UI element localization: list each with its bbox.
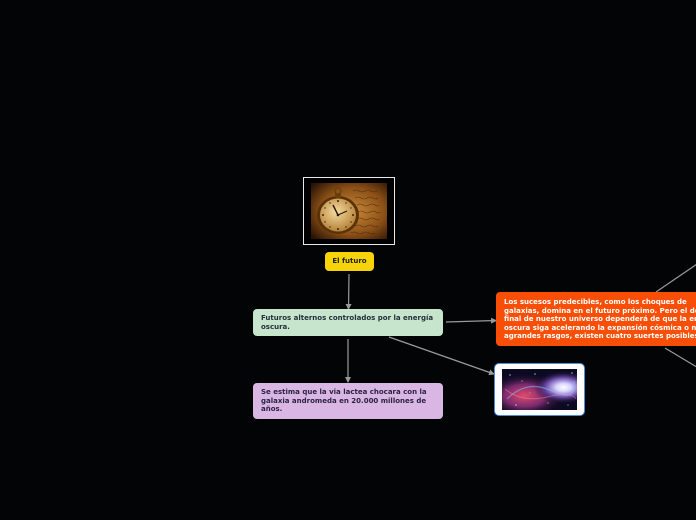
- central-topic-node[interactable]: El futuro: [325, 252, 374, 271]
- connector-futures-to-events: [445, 317, 497, 324]
- connector-events-up-right: [655, 264, 696, 293]
- clock-image-node[interactable]: [303, 177, 395, 245]
- futures-topic-text: Futuros alternos controlados por la ener…: [261, 314, 434, 331]
- events-text-line-1: Los sucesos predecibles, como los choque…: [504, 298, 687, 306]
- milky-way-topic-node[interactable]: Se estima que la via lactea chocara con …: [253, 383, 443, 419]
- central-topic-label: El futuro: [332, 257, 367, 265]
- galaxy-photo: [502, 369, 577, 410]
- pocket-watch-photo: [311, 183, 387, 239]
- galaxy-image-node[interactable]: [494, 363, 585, 416]
- events-text-line-5: agrandes rasgos, existen cuatro suertes …: [504, 332, 696, 341]
- connector-events-down-right: [664, 347, 696, 368]
- milky-way-topic-text: Se estima que la via lactea chocara con …: [261, 388, 427, 414]
- connector-futures-to-galaxy: [388, 336, 495, 376]
- events-text-line-4: oscura siga acelerando la expansión cósm…: [504, 323, 696, 332]
- futures-topic-node[interactable]: Futuros alternos controlados por la ener…: [253, 309, 443, 336]
- connector-title-to-futures: [345, 273, 352, 310]
- events-topic-node[interactable]: Los sucesos predecibles, como los choque…: [496, 292, 696, 346]
- events-text-line-2: galaxias, domina en el futuro próximo. P…: [504, 306, 696, 315]
- events-text-line-3: final de nuestro universo dependerá de q…: [504, 315, 696, 324]
